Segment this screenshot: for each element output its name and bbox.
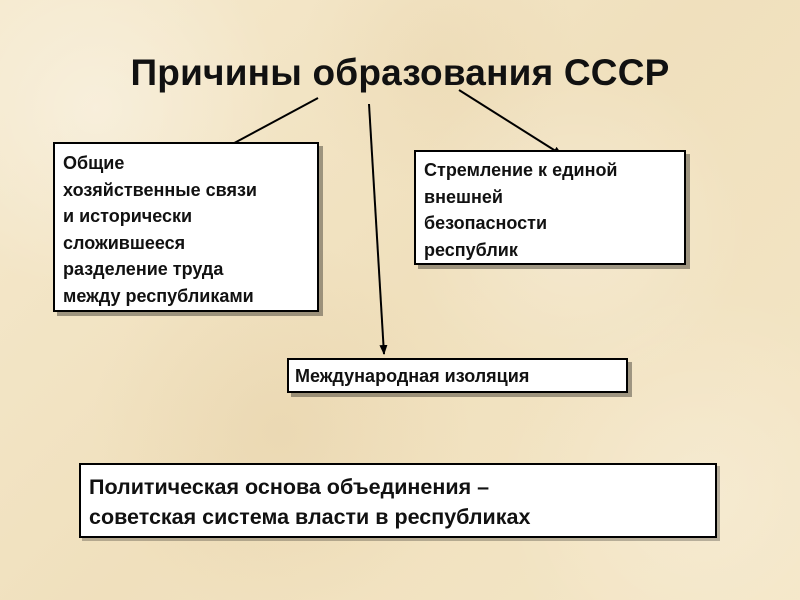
cause-common-security-box: Стремление к единой внешней безопасности… — [414, 150, 686, 265]
slide-title: Причины образования СССР — [130, 52, 670, 93]
cause-economic-ties-line: сложившееся — [63, 232, 186, 253]
cause-common-security-line: безопасности — [424, 213, 548, 233]
arrow-to-international-isolation — [368, 103, 388, 355]
cause-common-security-line: внешней — [424, 186, 503, 207]
cause-economic-ties-line: Общие — [63, 153, 125, 173]
cause-economic-ties-box: Общие хозяйственные связи и исторически … — [53, 142, 319, 312]
political-basis-line: советская система власти в республиках — [89, 505, 531, 529]
political-basis-box: Политическая основа объединения – советс… — [79, 463, 717, 538]
cause-economic-ties-line: хозяйственные связи — [63, 179, 257, 200]
cause-economic-ties-line: разделение труда — [63, 259, 224, 279]
cause-international-isolation-box: Международная изоляция — [287, 358, 628, 393]
cause-international-isolation-text: Международная изоляция — [295, 366, 530, 386]
cause-common-security-line: Стремление к единой — [424, 160, 618, 180]
cause-economic-ties-line: и исторически — [63, 206, 193, 226]
arrow-to-common-security — [458, 89, 563, 156]
cause-economic-ties-line: между республиками — [63, 285, 254, 306]
cause-common-security-line: республик — [424, 239, 518, 260]
political-basis-line: Политическая основа объединения – — [89, 475, 490, 499]
